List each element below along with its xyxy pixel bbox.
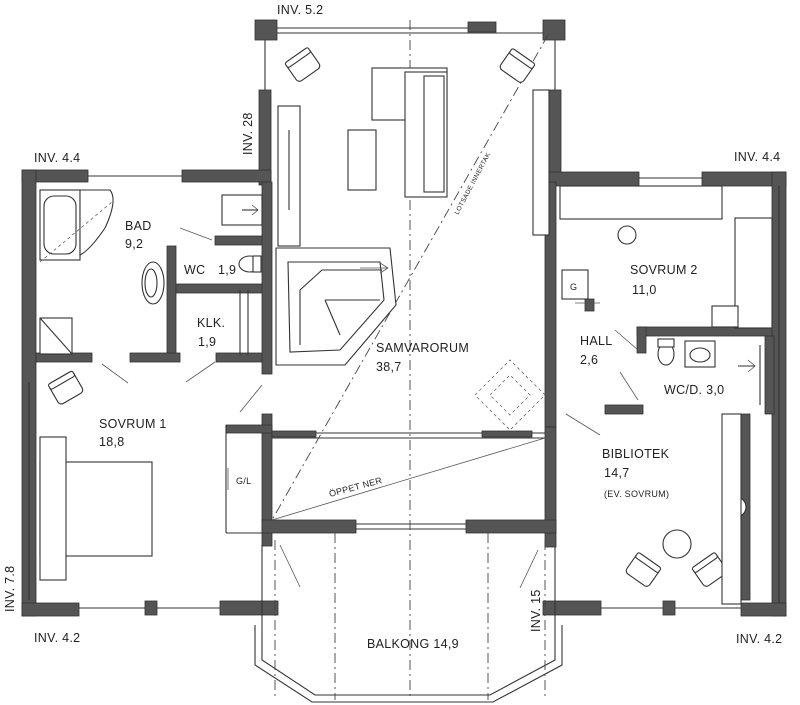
wall-wcd-left bbox=[636, 326, 647, 354]
coffee-table bbox=[347, 129, 377, 191]
sov2-plant bbox=[617, 225, 637, 245]
furniture bbox=[39, 47, 773, 605]
balcony bbox=[254, 20, 563, 703]
klk-area: 1,9 bbox=[198, 335, 216, 349]
wc-name: WC bbox=[184, 263, 205, 277]
armchair-top-left bbox=[284, 47, 321, 82]
gl-label: G/L bbox=[236, 476, 251, 486]
wall-stub-top bbox=[467, 21, 497, 33]
inv-42-right-label: INV. 4.2 bbox=[736, 632, 782, 646]
inv-15-label: INV. 15 bbox=[529, 589, 543, 632]
wall-corner-tl-top bbox=[254, 19, 278, 41]
spiral-stair bbox=[275, 247, 397, 366]
wc-area: 1,9 bbox=[218, 263, 236, 277]
balkong-label: BALKONG 14,9 bbox=[367, 637, 459, 651]
bibl-chair-left bbox=[625, 552, 662, 587]
bibliotek-note: (EV. SOVRUM) bbox=[604, 489, 669, 499]
wall-center-left-low bbox=[261, 413, 273, 547]
wall-right-bottom-b bbox=[662, 600, 676, 616]
wall-left-bottom-a bbox=[21, 602, 80, 617]
hall-name: HALL bbox=[580, 334, 612, 348]
wall-klk-bottom-a bbox=[129, 352, 181, 363]
wall-center-left bbox=[261, 181, 273, 375]
sov2-wardrobe bbox=[734, 217, 773, 329]
g-label: G bbox=[570, 282, 577, 292]
wall-wcd-bottom bbox=[604, 404, 644, 415]
chair-sovrum1 bbox=[48, 370, 84, 405]
hall-area: 2,6 bbox=[580, 353, 598, 367]
bibl-table bbox=[662, 529, 692, 559]
oppet-ner-label: ÖPPET NER bbox=[328, 475, 383, 499]
bad-area: 9,2 bbox=[125, 237, 143, 251]
sovrum1-name: SOVRUM 1 bbox=[99, 417, 167, 431]
bibliotek-area: 14,7 bbox=[604, 466, 630, 480]
sov2-shelf bbox=[559, 185, 723, 220]
wall-wcd-right bbox=[764, 335, 775, 415]
wall-center-right-low bbox=[544, 426, 557, 548]
wall-corner-tr-top bbox=[542, 19, 566, 41]
loft-label: LOTSADE INNERTAK bbox=[454, 151, 493, 216]
wall-right-bottom-a bbox=[740, 602, 787, 617]
wall-wc-left bbox=[166, 245, 177, 362]
wall-left-bottom-b bbox=[144, 600, 158, 616]
wall-wc-bottom bbox=[175, 283, 264, 294]
wall-hall-left bbox=[584, 298, 595, 312]
sofa-seat bbox=[423, 75, 445, 193]
wall-left-top-b bbox=[181, 169, 272, 183]
inv-44-right-label: INV. 4.4 bbox=[734, 150, 780, 164]
wall-landing-left bbox=[225, 424, 273, 434]
inv-78-label: INV. 7.8 bbox=[3, 566, 17, 612]
samvarorum-name: SAMVARORUM bbox=[376, 341, 469, 355]
wall-center-bottom-right bbox=[465, 519, 557, 534]
bath-corner-basin bbox=[79, 189, 114, 256]
wall-top-right-upper bbox=[548, 89, 562, 183]
inv-42-left-label: INV. 4.2 bbox=[34, 631, 80, 645]
wall-left-bottom-c bbox=[219, 600, 279, 616]
inv-top-label: INV. 5.2 bbox=[277, 3, 323, 17]
shelf-unit-right bbox=[532, 89, 550, 236]
wcd-name: WC/D. 3,0 bbox=[664, 383, 724, 397]
inv-28-label: INV. 28 bbox=[241, 112, 255, 155]
bad-name: BAD bbox=[125, 219, 152, 233]
wall-right-top-a bbox=[548, 171, 640, 187]
sovrum2-name: SOVRUM 2 bbox=[630, 263, 698, 277]
sovrum2-area: 11,0 bbox=[632, 283, 657, 297]
bibl-chair-right bbox=[691, 552, 728, 587]
thin-lines bbox=[28, 27, 780, 609]
armchair-top-right bbox=[499, 48, 536, 83]
bibliotek-name: BIBLIOTEK bbox=[602, 447, 670, 461]
g-box bbox=[561, 269, 589, 300]
wall-bad-wc bbox=[214, 235, 264, 246]
wall-right-bottom-c bbox=[542, 600, 602, 616]
walls bbox=[21, 19, 787, 617]
inv-44-left-label: INV. 4.4 bbox=[34, 151, 80, 165]
door-marks bbox=[101, 227, 639, 490]
loft-edge-line bbox=[271, 34, 549, 521]
klk-name: KLK. bbox=[197, 316, 225, 330]
sovrum1-area: 18,8 bbox=[99, 435, 125, 449]
wall-center-bottom-left bbox=[261, 519, 357, 534]
samvarorum-area: 38,7 bbox=[376, 360, 402, 374]
lounge-chair bbox=[474, 359, 546, 431]
